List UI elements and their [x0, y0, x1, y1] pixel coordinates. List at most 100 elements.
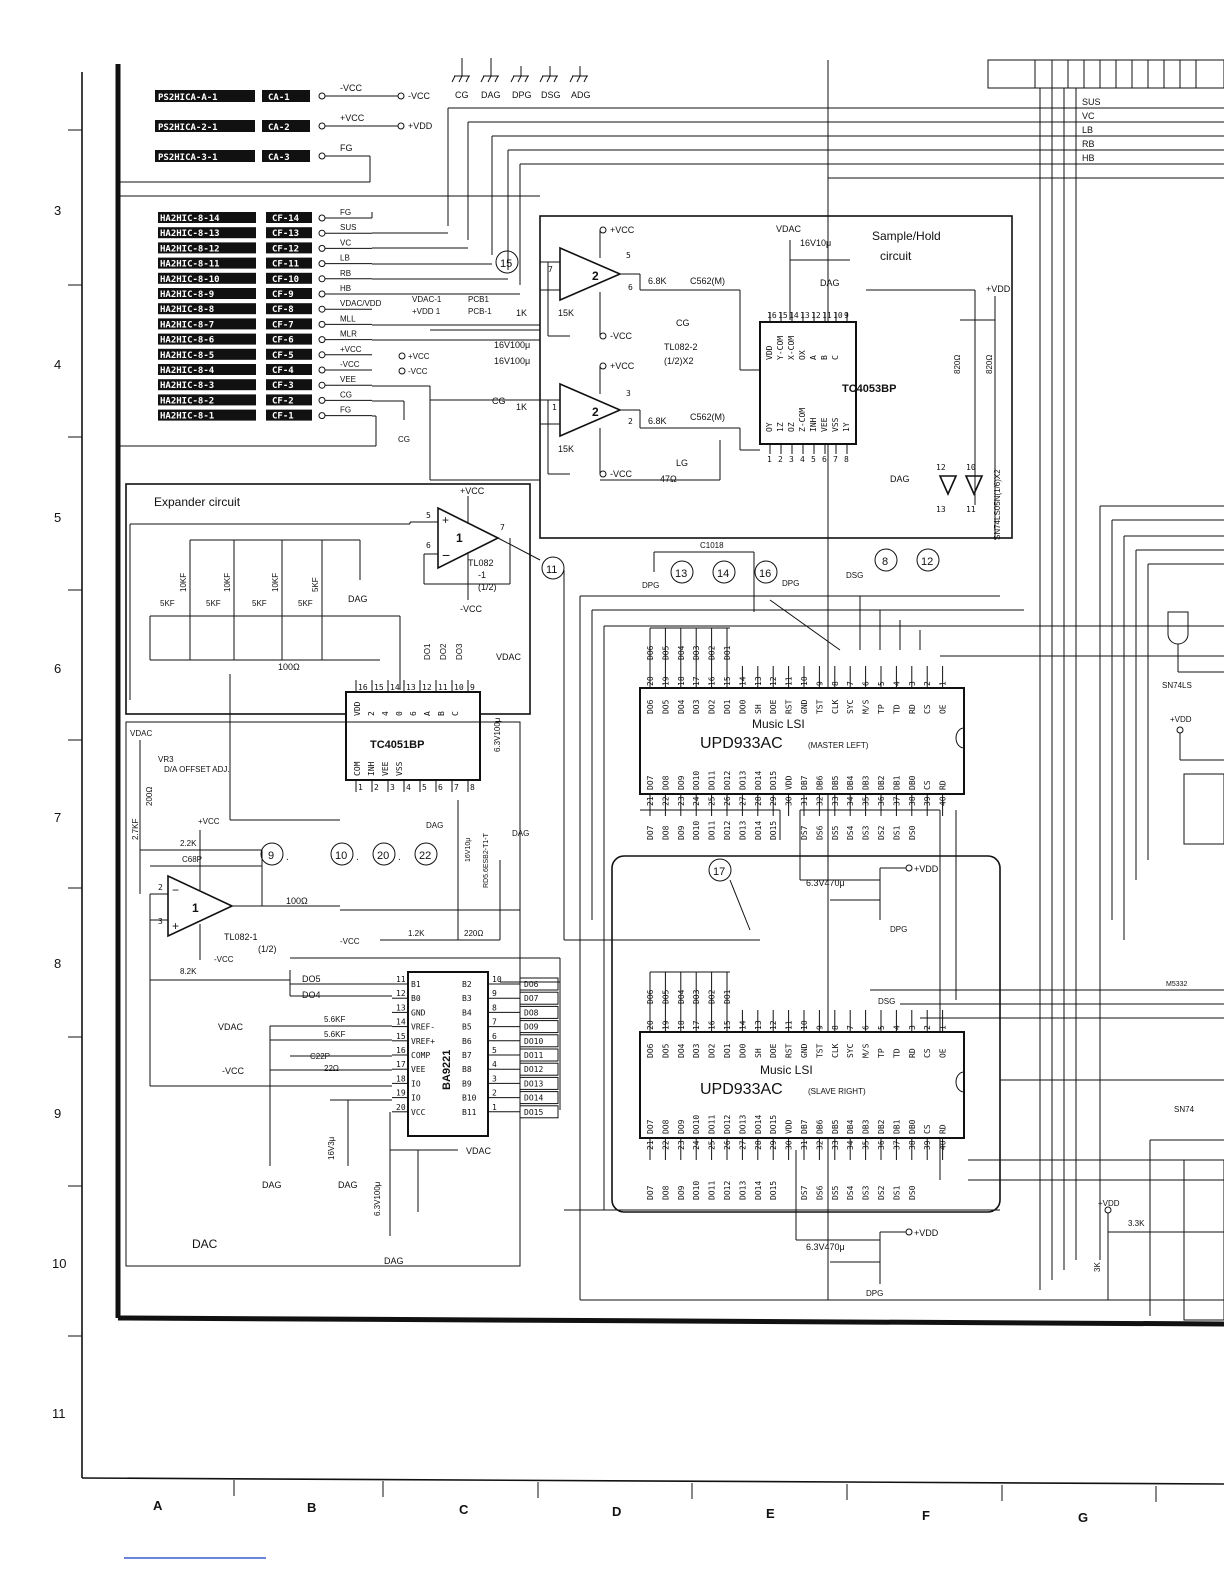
- net-label: DS1: [892, 825, 901, 840]
- pin-number: 2: [374, 783, 379, 792]
- svg-text:9: 9: [844, 311, 849, 320]
- pin-number: 10: [800, 1020, 809, 1030]
- pin-label: 4: [381, 711, 390, 716]
- connector-body: [158, 364, 256, 375]
- opamp-label: (1/2): [258, 944, 277, 954]
- pin-number: 6: [862, 1025, 871, 1030]
- pin-label: VDD: [765, 345, 774, 360]
- pin-label: CLK: [831, 699, 840, 714]
- supply-label: +VCC: [610, 361, 635, 371]
- pin-number: 6: [862, 681, 871, 686]
- pin-number: 16: [396, 1046, 406, 1055]
- pin-label: CS: [923, 704, 932, 714]
- capacitor-value: 16V100μ: [494, 340, 530, 350]
- pin-label: TD: [892, 704, 901, 714]
- ba9221-chip: [407, 971, 489, 1137]
- resistor-value: 47Ω: [660, 474, 677, 484]
- connector-pin: CA-3: [268, 153, 290, 163]
- pin-label: SH: [754, 1048, 763, 1058]
- pin-number: 9: [815, 1025, 824, 1030]
- pin-number: 12: [936, 463, 946, 472]
- ic-label: M5332: [1166, 981, 1188, 988]
- bus-label: VC: [1082, 111, 1095, 121]
- pin-number: 15: [723, 676, 732, 686]
- net-label: DO4: [677, 645, 686, 660]
- pin-label: VDD: [353, 701, 362, 716]
- pin-number: 2: [628, 417, 633, 426]
- pin-number: 2: [158, 883, 163, 892]
- connector-pin-body: [266, 303, 312, 315]
- net-label: DO2: [708, 989, 717, 1004]
- pin-number: 20: [646, 676, 655, 686]
- net-label: VDAC/VDD: [340, 299, 382, 308]
- test-point: 20: [377, 850, 389, 862]
- connector-pin: CF-6: [272, 336, 294, 346]
- capacitor-value: 6.3V100μ: [493, 717, 502, 752]
- svg-text:+: +: [172, 919, 179, 933]
- pin-label: RST: [785, 1043, 794, 1058]
- svg-text:4: 4: [800, 455, 805, 464]
- connector-pin-body: [266, 257, 312, 269]
- pin-label: DO3: [692, 1043, 701, 1058]
- pin-number: 4: [892, 1025, 901, 1030]
- ground-label: DAG: [348, 594, 368, 604]
- opamp-label: (1/2)X2: [664, 356, 694, 366]
- pin-number: 7: [492, 1018, 497, 1027]
- ground-label: DAG: [512, 829, 529, 838]
- pin-label: 0: [395, 711, 404, 716]
- pin-label: DB4: [846, 1119, 855, 1134]
- pin-number: 4: [406, 783, 411, 792]
- net-label: DS0: [908, 825, 917, 840]
- pin-label: B8: [462, 1065, 472, 1074]
- connector-pin-body: [266, 333, 312, 345]
- expander-circuit: Expander circuit 1 + − TL082 -1 (1/2) +V…: [125, 483, 565, 821]
- pin-label: DB3: [862, 775, 871, 790]
- music-lsi-slave: Music LSI UPD933AC (SLAVE RIGHT) DO620DO…: [564, 840, 1224, 1301]
- row-number: 11: [52, 1406, 66, 1421]
- net-label: DO15: [769, 1181, 778, 1200]
- pin-label: DO6: [646, 699, 655, 714]
- net-label: DS2: [877, 1185, 886, 1200]
- pin-label: 2: [367, 711, 376, 716]
- net-label: DO14: [754, 821, 763, 840]
- pin-number: 9: [492, 989, 497, 998]
- pin-label: DB7: [800, 775, 809, 790]
- svg-text:2: 2: [592, 405, 599, 419]
- pin-label: B6: [462, 1037, 472, 1046]
- connector-body: [158, 303, 256, 315]
- pin-label: CS: [923, 1124, 932, 1134]
- page-frame: [81, 60, 1224, 1485]
- pin-label: CS: [923, 780, 932, 790]
- net-label: FG: [340, 406, 351, 415]
- net-label: DO8: [661, 825, 670, 840]
- pin-number: 27: [738, 1140, 747, 1150]
- net-label: SUS: [340, 223, 356, 232]
- net-label: DO9: [677, 825, 686, 840]
- pin-number: 7: [500, 523, 505, 532]
- connector-pin-body: [266, 394, 312, 406]
- connector-body: [158, 394, 256, 406]
- chip-suffix: (MASTER LEFT): [808, 741, 869, 750]
- chip-suffix: (SLAVE RIGHT): [808, 1087, 866, 1096]
- pin-number: 3: [492, 1074, 497, 1083]
- column-letter: F: [922, 1508, 930, 1523]
- connector-label: HA2HIC-8-14: [160, 214, 220, 224]
- pin-label: INH: [809, 417, 818, 432]
- connector-pin-body: [266, 242, 312, 254]
- connector-label: PS2HICA-A-1: [158, 93, 218, 103]
- supply-label: +VCC: [610, 225, 635, 235]
- pin-label: DO0: [738, 1043, 747, 1058]
- net-label: DO12: [524, 1065, 543, 1074]
- column-letter: A: [153, 1498, 163, 1513]
- net-label: DO11: [524, 1051, 543, 1060]
- pin-number: 11: [438, 683, 448, 692]
- resistor-value: 5KF: [160, 599, 175, 608]
- svg-text:13: 13: [800, 311, 810, 320]
- connector-pin: CF-9: [272, 290, 294, 300]
- ground-label: DAG: [338, 1180, 358, 1190]
- net-label: DO7: [524, 994, 539, 1003]
- connector-body: [158, 242, 256, 254]
- pin-number: 5: [877, 1025, 886, 1030]
- net-label: DO10: [524, 1037, 543, 1046]
- pin-label: RD: [939, 1124, 948, 1134]
